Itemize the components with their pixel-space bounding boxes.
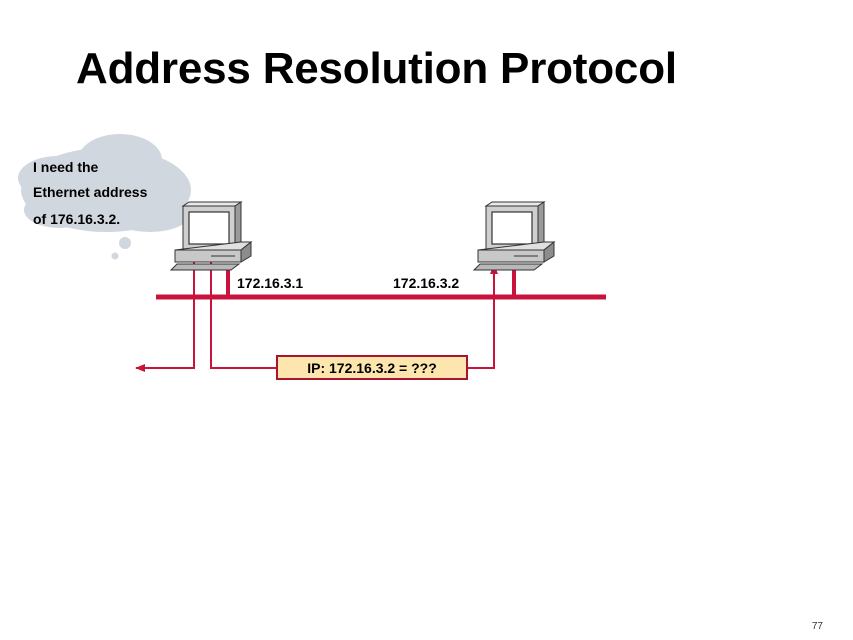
thought-bubble (18, 134, 192, 260)
bubble-line-2: Ethernet address (33, 184, 148, 200)
arp-request-label: IP: 172.16.3.2 = ??? (307, 359, 437, 376)
thought-dot-large (119, 237, 131, 249)
bubble-line-1: I need the (33, 159, 99, 175)
thought-dot-small (111, 252, 119, 260)
slide-number: 77 (811, 621, 823, 632)
broadcast-path (135, 262, 498, 372)
host1-computer-icon (169, 201, 253, 271)
host2-computer-icon (472, 201, 556, 271)
host2-ip-label: 172.16.3.2 (393, 275, 460, 291)
arp-request-packet: IP: 172.16.3.2 = ??? (276, 355, 468, 380)
slide-title: Address Resolution Protocol (76, 44, 677, 93)
bubble-line-3: of 176.16.3.2. (33, 211, 121, 227)
host1-ip-label: 172.16.3.1 (237, 275, 304, 291)
